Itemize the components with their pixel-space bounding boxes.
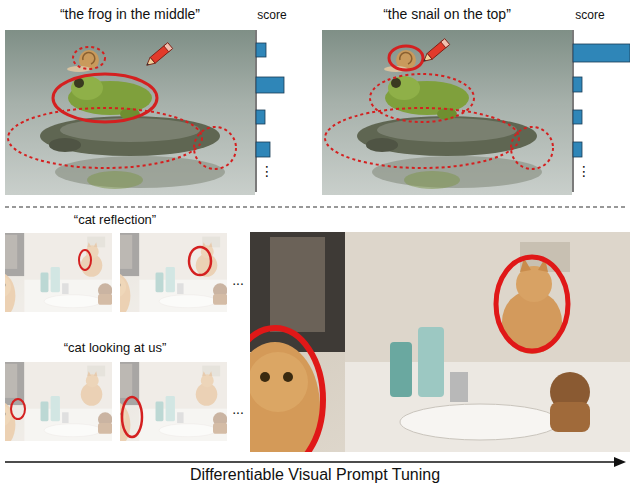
- ellipsis: ...: [232, 273, 244, 288]
- frog-photo: [5, 30, 255, 195]
- ellipsis: ⋮: [577, 164, 591, 179]
- axis-label: score: [257, 9, 286, 22]
- ellipsis: ⋮: [260, 164, 274, 179]
- ellipsis: ...: [232, 402, 244, 417]
- quote-caption: “cat reflection”: [74, 213, 156, 227]
- divider: [5, 206, 625, 207]
- axis-title: Differentiable Visual Prompt Tuning: [190, 466, 440, 484]
- quote-caption: “the frog in the middle”: [60, 7, 200, 22]
- bathroom-photo: [227, 232, 630, 472]
- quote-caption: “the snail on the top”: [383, 7, 511, 22]
- quote-caption: “cat looking at us”: [64, 341, 167, 355]
- progress-arrow: [5, 457, 626, 467]
- score-bars: [573, 30, 630, 192]
- axis-label: score: [575, 9, 604, 22]
- score-bars: [256, 30, 284, 192]
- frog-photo: [322, 30, 572, 195]
- thumbnails: [0, 233, 242, 448]
